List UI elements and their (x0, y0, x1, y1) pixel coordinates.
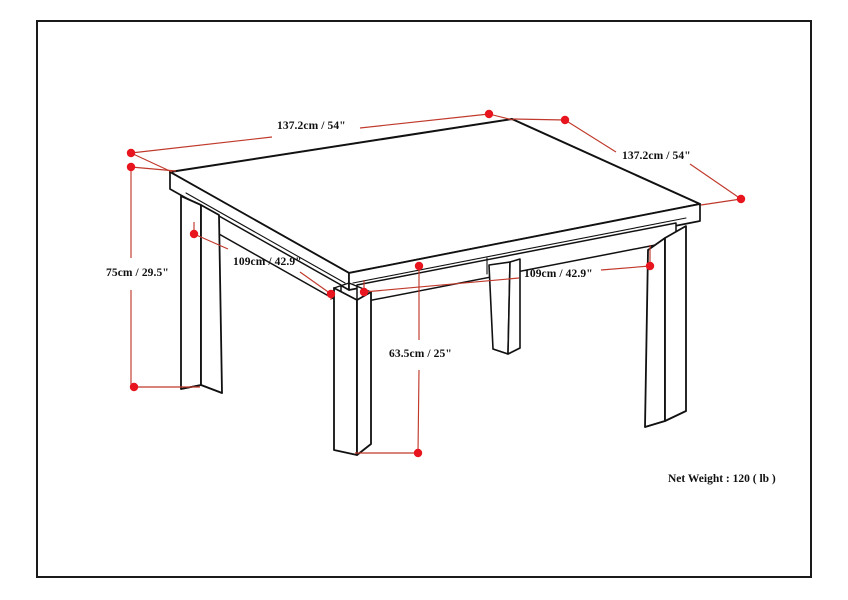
leg-front-side-face (356, 291, 372, 456)
dimension-dot (484, 109, 494, 119)
dimension-line-clearance-height-2 (417, 369, 420, 454)
leg-left-outer-face (180, 195, 202, 390)
net-weight-note: Net Weight : 120 ( lb ) (668, 473, 776, 485)
dimension-dot (129, 382, 139, 392)
leg-rear-bottom-line (492, 347, 521, 355)
dimension-line-apron-left (193, 233, 229, 250)
dimension-line-top-width-left-2 (359, 113, 490, 129)
dimension-dot (326, 289, 336, 299)
dimension-dot (189, 229, 199, 239)
dimension-dot (560, 115, 570, 125)
dimension-label-apron-left: 109cm / 42.9" (233, 256, 302, 268)
leg-right-bottom-line (644, 410, 687, 428)
dimension-lines (130, 113, 742, 454)
leg-left-side-face (200, 204, 223, 394)
table-illustration (169, 118, 701, 456)
leg-right-front-face (664, 225, 687, 422)
dimension-dot (736, 194, 746, 204)
dimension-leader-top-width-right-b (700, 198, 742, 206)
dimension-line-apron-left-2 (299, 271, 332, 295)
leg-rear-outer-face (488, 261, 511, 355)
dimension-dot (645, 261, 655, 271)
leg-front-outer-face (333, 287, 358, 456)
dimension-leader-top-width-right (512, 118, 566, 121)
dimension-dot (359, 287, 369, 297)
dimension-line-apron-right-2 (600, 265, 651, 271)
dimension-label-clearance-height: 63.5cm / 25" (389, 348, 452, 360)
dimension-dot (126, 148, 136, 158)
leg-rear-side-face (507, 258, 521, 355)
table-top-edge-right (348, 203, 701, 291)
dimension-extension-overall-height-top (130, 166, 177, 172)
dimension-dot (413, 448, 423, 458)
dimension-label-overall-height: 75cm / 29.5" (106, 267, 169, 279)
dimension-line-top-width-left (130, 136, 273, 154)
table-top-underside-line-right (352, 217, 687, 284)
dimension-leader-top-width-left (130, 152, 173, 173)
dimension-line-apron-right (363, 277, 520, 293)
dimension-label-apron-right: 109cm / 42.9" (524, 268, 593, 280)
dimension-label-top-width-left: 137.2cm / 54" (277, 120, 346, 132)
leg-left-bottom-line (180, 384, 223, 394)
leg-left-top-inner-line (200, 204, 220, 216)
dimension-dot (126, 162, 136, 172)
dimension-dot (414, 261, 424, 271)
dimension-label-top-width-right: 137.2cm / 54" (622, 150, 691, 162)
dimension-line-top-width-right (564, 119, 617, 153)
dimension-line-top-width-right-2 (689, 163, 742, 200)
dimension-endpoint-dots (126, 109, 746, 458)
table-top-underside-line-left (185, 192, 346, 284)
